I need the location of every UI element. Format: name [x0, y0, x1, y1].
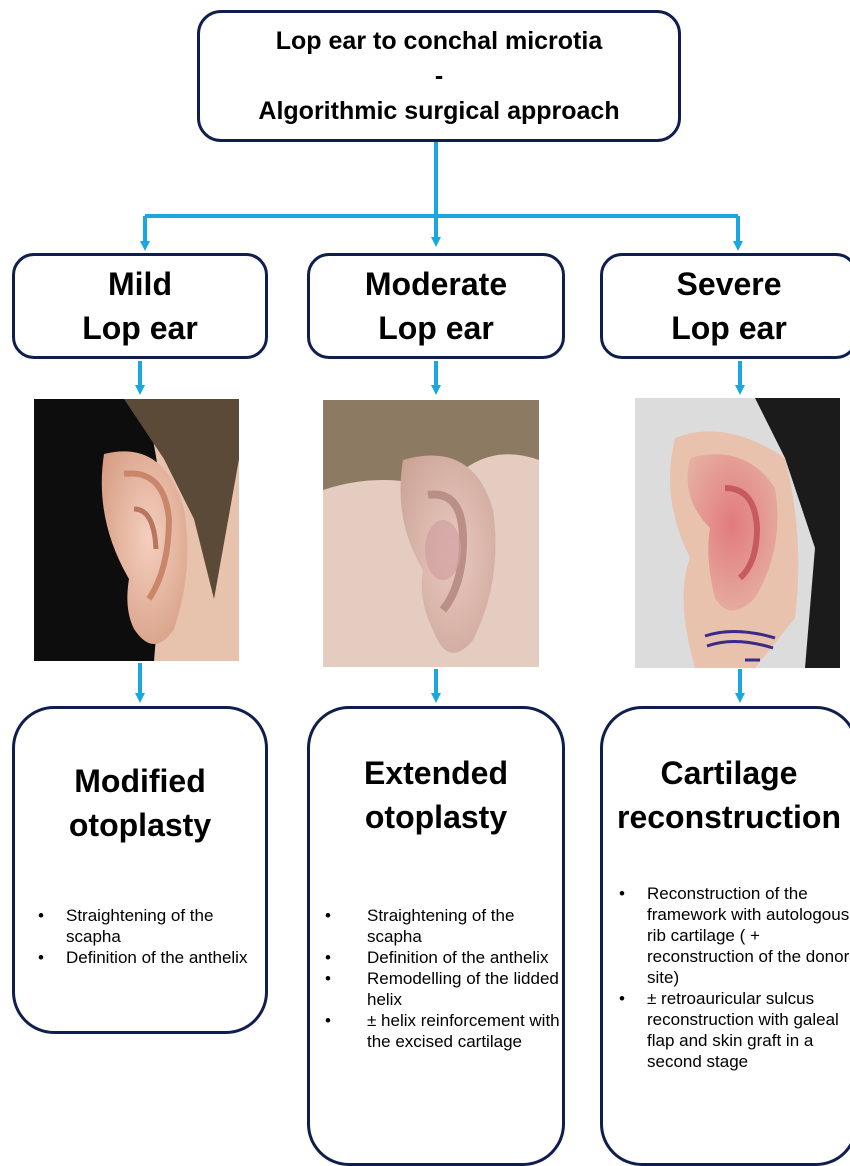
ear-photo-severe: [635, 398, 840, 668]
bullet-item: Reconstruction of the framework with aut…: [605, 883, 850, 988]
ear-photo-mild: [34, 399, 239, 661]
bullet-item: Definition of the anthelix: [311, 947, 561, 968]
procedure-mild-box: Modified otoplasty Straightening of the …: [12, 706, 268, 1034]
category-severe-severity: Severe: [677, 262, 782, 306]
bullet-item: Straightening of the scapha: [24, 905, 256, 947]
procedure-severe-bullets: Reconstruction of the framework with aut…: [605, 883, 850, 1072]
procedure-moderate-bullets: Straightening of the scapha Definition o…: [311, 905, 561, 1052]
procedure-moderate-line-2: otoplasty: [365, 795, 507, 839]
procedure-severe-line-2: reconstruction: [617, 795, 841, 839]
bullet-item: ± retroauricular sulcus reconstruction w…: [605, 988, 850, 1072]
bullet-item: Remodelling of the lidded helix: [311, 968, 561, 1010]
category-mild-box: Mild Lop ear: [12, 253, 268, 359]
ear-photo-moderate: [323, 400, 539, 667]
procedure-mild-line-1: Modified: [74, 759, 206, 803]
procedure-severe-box: Cartilage reconstruction Reconstruction …: [600, 706, 850, 1166]
category-mild-severity: Mild: [108, 262, 172, 306]
procedure-mild-line-2: otoplasty: [69, 803, 211, 847]
category-moderate-severity: Moderate: [365, 262, 507, 306]
procedure-moderate-box: Extended otoplasty Straightening of the …: [307, 706, 565, 1166]
bullet-item: Straightening of the scapha: [311, 905, 561, 947]
category-moderate-label: Lop ear: [378, 306, 494, 350]
procedure-mild-bullets: Straightening of the scapha Definition o…: [24, 905, 256, 968]
procedure-severe-line-1: Cartilage: [661, 751, 798, 795]
bullet-item: ± helix reinforcement with the excised c…: [311, 1010, 561, 1052]
procedure-moderate-line-1: Extended: [364, 751, 508, 795]
category-mild-label: Lop ear: [82, 306, 198, 350]
category-moderate-box: Moderate Lop ear: [307, 253, 565, 359]
category-severe-label: Lop ear: [671, 306, 787, 350]
category-severe-box: Severe Lop ear: [600, 253, 850, 359]
bullet-item: Definition of the anthelix: [24, 947, 256, 968]
